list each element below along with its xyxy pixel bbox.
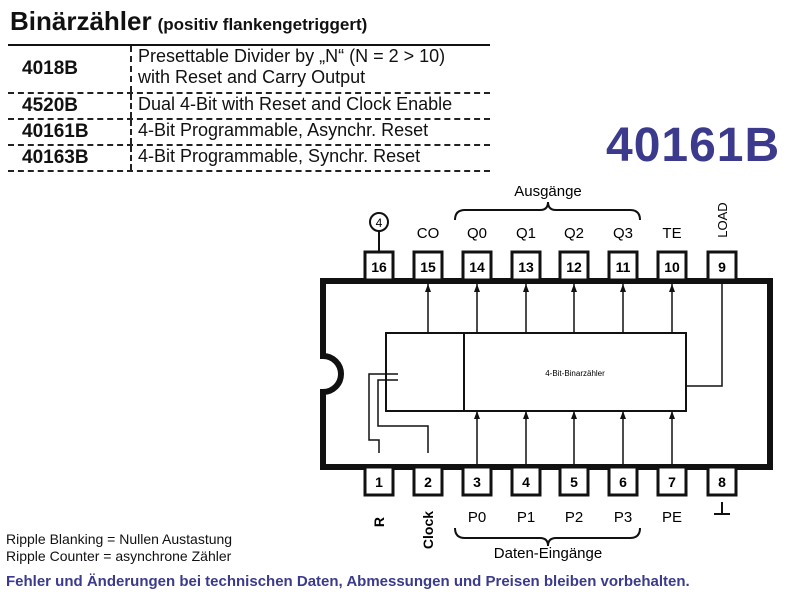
pin-16: 16 (363, 250, 395, 282)
pin-label: R (371, 517, 387, 527)
table-desc: 4-Bit Programmable, Synchr. Reset (138, 146, 421, 166)
title-subtitle: (positiv flankengetriggert) (157, 15, 368, 34)
pin-12: 12 Q2 (558, 225, 590, 282)
pin-number: 4 (522, 474, 530, 490)
pin-label: Q3 (613, 225, 633, 242)
arrow-icon (620, 284, 626, 292)
table-code: 4018B (8, 46, 132, 92)
pin-label: LOAD (715, 202, 730, 237)
pin-number: 6 (619, 474, 627, 490)
pin-number: 15 (420, 259, 436, 275)
pin-number: 5 (570, 474, 578, 490)
pin-11: 11 Q3 (607, 225, 639, 282)
pin-7: 7PE (656, 465, 688, 526)
arrow-icon (571, 411, 577, 419)
pin-number: 7 (668, 474, 676, 490)
pin-label: Q2 (564, 225, 584, 242)
pin-10: 10 TE (656, 225, 688, 282)
pin-8: 8 (706, 465, 738, 497)
pin-number: 1 (375, 474, 383, 490)
table-code: 40163B (8, 146, 132, 170)
control-block (385, 332, 465, 412)
load-wire (686, 281, 723, 387)
pin-number: 11 (616, 259, 631, 275)
vdd-marker-label: 4 (376, 216, 383, 230)
table-row: 40163B 4-Bit Programmable, Synchr. Reset (8, 146, 490, 172)
pin-number: 13 (518, 259, 534, 275)
pin-label: Q1 (516, 225, 536, 242)
chip-title: 40161B (606, 119, 781, 172)
pin-label: Clock (420, 511, 436, 549)
inputs-brace (454, 527, 641, 547)
clock-wire (377, 379, 429, 453)
pin-number: 8 (718, 474, 726, 490)
arrow-icon (669, 284, 675, 292)
counter-block (463, 332, 687, 412)
arrow-icon (474, 411, 480, 419)
arrow-icon (425, 284, 431, 292)
pin-number: 12 (566, 259, 582, 275)
pin-4: 4P1 (510, 465, 542, 526)
table-desc-line: Presettable Divider by „N“ (N = 2 > 10) (138, 46, 446, 66)
pin-label: TE (662, 225, 681, 242)
table-desc: Presettable Divider by „N“ (N = 2 > 10) … (132, 46, 445, 92)
pin-label: P2 (565, 509, 583, 526)
pin-number: 2 (424, 474, 432, 490)
pin-9: 9 LOAD (706, 202, 738, 282)
note-ripple-blanking: Ripple Blanking = Nullen Austastung (6, 531, 233, 547)
pin-1: 1R (363, 465, 395, 527)
pin-6: 6P3 (607, 465, 639, 526)
pin-label: Q0 (467, 225, 487, 242)
pin-14: 14 Q0 (461, 225, 493, 282)
ic-body (320, 278, 773, 470)
table-desc: 4-Bit Programmable, Asynchr. Reset (138, 120, 429, 140)
table-code: 40161B (8, 120, 132, 144)
pin-label: P3 (614, 509, 632, 526)
counter-block-label: 4-Bit-Binarzähler (545, 369, 605, 378)
pin-3: 3P0 (461, 465, 493, 526)
footer-disclaimer: Fehler und Änderungen bei technischen Da… (6, 573, 690, 590)
pin-13: 13 Q1 (510, 225, 542, 282)
pin-label: P1 (517, 509, 535, 526)
pin-15: 15 CO (412, 225, 444, 282)
counter-table: 4018B Presettable Divider by „N“ (N = 2 … (8, 44, 490, 172)
arrow-icon (669, 411, 675, 419)
table-row: 4520B Dual 4-Bit with Reset and Clock En… (8, 94, 490, 120)
pin-number: 14 (469, 259, 485, 275)
arrow-icon (571, 284, 577, 292)
ground-icon (714, 502, 730, 515)
outputs-brace (454, 201, 641, 221)
pin-number: 10 (664, 259, 680, 275)
pin-5: 5P2 (558, 465, 590, 526)
arrow-icon (523, 411, 529, 419)
pin-number: 3 (473, 474, 481, 490)
inputs-label: Daten-Eingänge (494, 545, 602, 562)
reset-wire (368, 373, 398, 453)
title-main: Binärzähler (10, 6, 152, 36)
pin-label: CO (417, 225, 440, 242)
table-desc-line: with Reset and Carry Output (138, 67, 366, 87)
table-desc: Dual 4-Bit with Reset and Clock Enable (138, 94, 453, 114)
arrow-icon (474, 284, 480, 292)
pin-label: PE (662, 509, 682, 526)
arrow-icon (620, 411, 626, 419)
arrow-icon (523, 284, 529, 292)
note-ripple-counter: Ripple Counter = asynchrone Zähler (6, 548, 232, 564)
page-title: Binärzähler (positiv flankengetriggert) (10, 6, 367, 37)
pin-number: 16 (371, 259, 387, 275)
table-code: 4520B (8, 94, 132, 118)
table-row: 4018B Presettable Divider by „N“ (N = 2 … (8, 46, 490, 94)
pin-label: P0 (468, 509, 486, 526)
outputs-label: Ausgänge (514, 183, 582, 200)
table-row: 40161B 4-Bit Programmable, Asynchr. Rese… (8, 120, 490, 146)
pin-number: 9 (718, 259, 726, 275)
